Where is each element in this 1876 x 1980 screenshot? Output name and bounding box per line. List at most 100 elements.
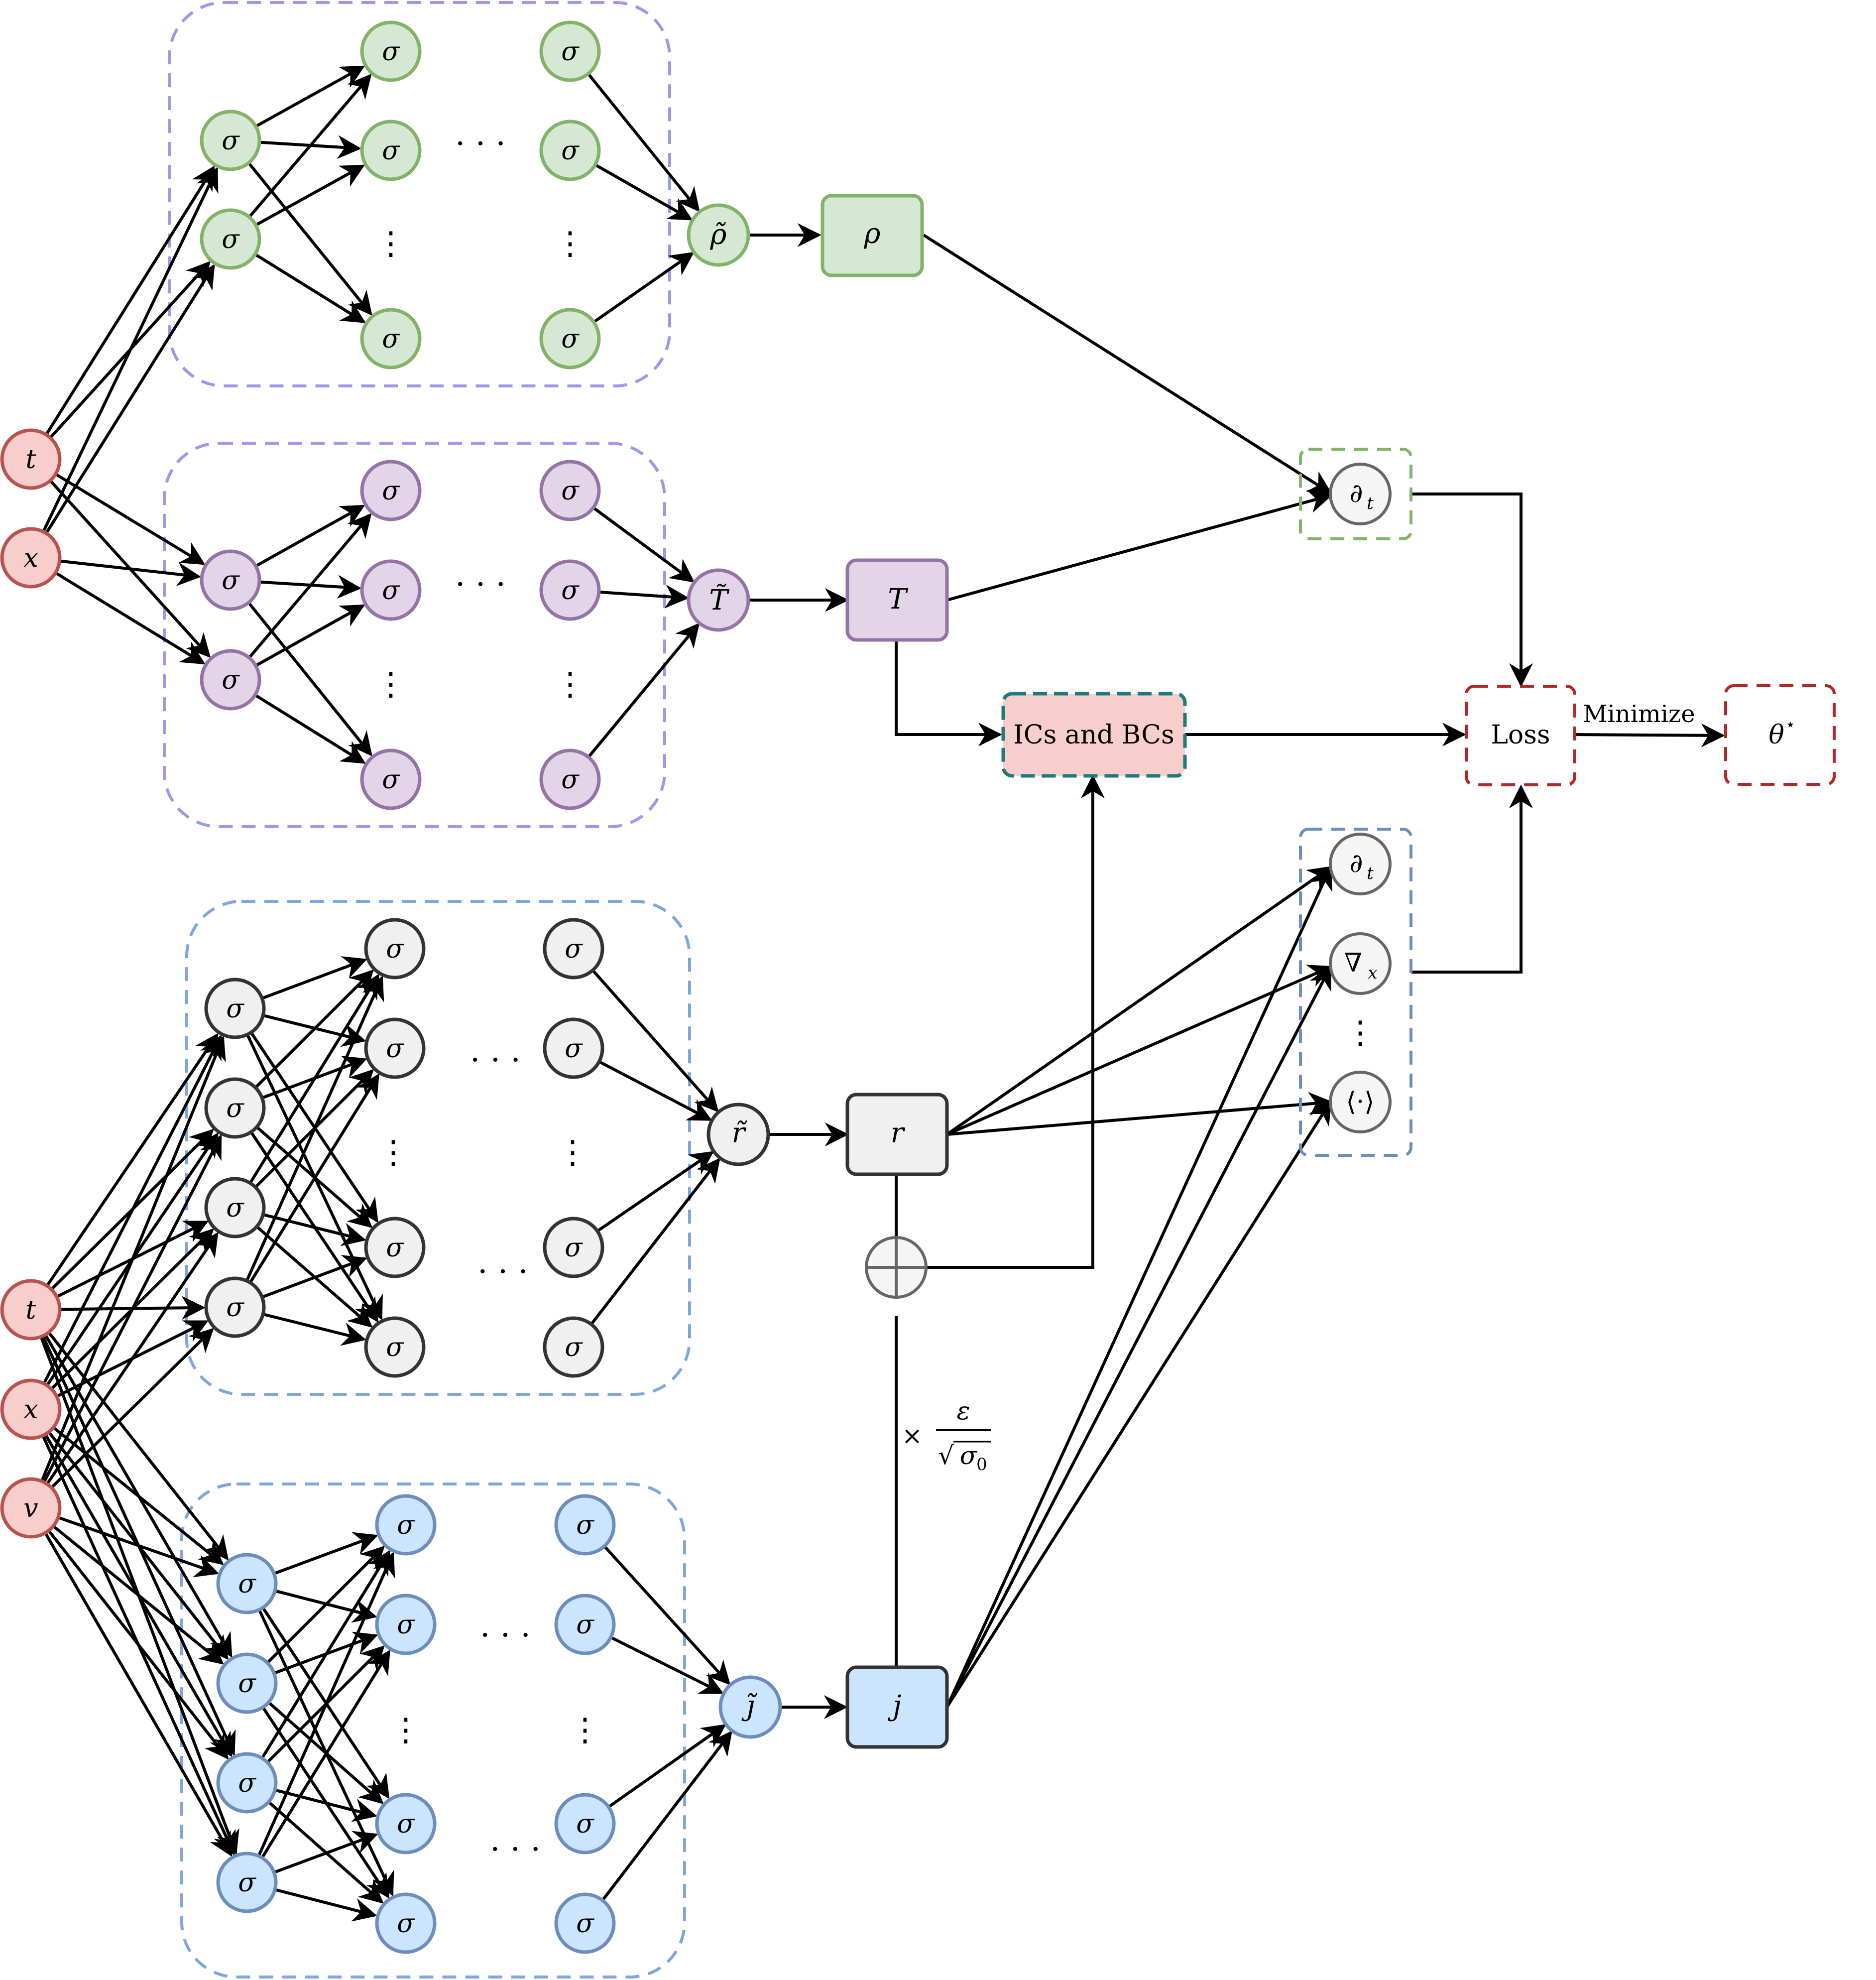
r-hidden-edge [245,976,384,1282]
rho-sigma-neuron: σ [200,208,261,270]
rho-tilde-node: ρ̃ [687,203,750,267]
nabla-operator-node: ∇ x [1329,932,1392,995]
j-sigma-neuron: σ [375,1594,437,1655]
rho-hidden-edge [254,253,366,323]
svg-text:σ: σ [222,665,240,695]
j-tilde-node: j̃ [718,1675,782,1739]
r-vdots-1: ⋮ [377,1134,409,1171]
svg-text:σ: σ [561,324,580,354]
j-sigma-neuron: σ [375,1494,437,1556]
rho-box: ρ [821,194,924,277]
r-hidden-edge [261,1255,367,1299]
rho-sigma-neuron: σ [360,20,422,82]
r-input-edge [50,1328,214,1489]
rho-sigma-neuron: σ [539,120,601,181]
svg-text:t: t [1367,494,1374,513]
j-ellipses: · · · ⋮ ⋮ · · · [390,1617,601,1868]
svg-text:σ: σ [382,765,400,795]
network-edges [39,65,733,1922]
j-input-edge [52,1525,225,1665]
plus-operator [865,1236,928,1299]
rho-hdots: · · · [455,125,506,162]
T-input-edge [54,571,206,665]
r-input-edge [40,1035,226,1482]
j-hidden-edge [274,1788,377,1822]
r-hdots-2: · · · [477,1253,528,1290]
rho-sigma-neuron: σ [539,20,601,82]
T-sigma-neuron: σ [539,460,601,521]
svg-text:σ: σ [565,1034,583,1064]
dt-operator-node: ∂ t [1329,833,1392,895]
svg-text:σ: σ [382,576,400,606]
j-sigma-neuron: σ [216,1652,278,1714]
svg-text:σ: σ [576,1809,594,1839]
r-sigma-neuron: σ [204,1177,266,1238]
input-x-node: x [0,1378,62,1440]
j-hdots-2: · · · [490,1831,541,1868]
svg-text:σ: σ [960,1441,978,1470]
rho-vdots-1: ⋮ [375,225,407,262]
T-to-icbc-arrow [895,640,1002,746]
j-output-edge [603,1545,731,1686]
deriv-box-to-loss-arrow [1411,784,1533,974]
j-output-edge [607,1724,726,1809]
plus-to-icbc-arrow [927,774,1105,1269]
svg-text:σ: σ [238,1868,256,1898]
rho-hidden-edge [247,162,372,316]
svg-text:σ: σ [576,1610,594,1640]
T-sigma-neuron: σ [539,748,601,810]
j-sigma-neuron: σ [216,1553,278,1614]
r-to-dt-arrow [946,866,1332,1136]
svg-text:0: 0 [976,1455,987,1475]
rho-sigma-neuron: σ [360,308,422,370]
j-sigma-neuron: σ [554,1494,616,1556]
j-to-dt-arrow [945,865,1332,1708]
j-hidden-edge [273,1532,378,1575]
r-sigma-neuron: σ [543,1217,604,1278]
r-sigma-neuron: σ [543,1316,604,1378]
average-operator-node: ⟨·⟩ [1329,1071,1392,1133]
r-input-edge [42,1034,222,1384]
rho-input-edge [45,165,215,436]
j-to-nabla-arrow [945,965,1332,1708]
svg-text:σ: σ [576,1909,594,1939]
derivative-operators-box: ∂ t ∇ x ⋮ ⟨·⟩ [1299,828,1412,1157]
svg-text:σ: σ [386,1034,404,1064]
rho-sigma-neuron: σ [360,120,422,181]
svg-text:σ: σ [382,136,400,166]
loss-box: Loss [1465,685,1576,786]
svg-text:σ: σ [561,476,580,506]
svg-text:×: × [902,1421,923,1450]
rho-to-dt-arrow [923,234,1333,495]
svg-text:r: r [891,1117,906,1149]
svg-text:σ: σ [561,136,580,166]
svg-text:Loss: Loss [1491,720,1550,750]
r-hidden-edge [248,1073,379,1284]
svg-text:∇: ∇ [1344,948,1362,978]
svg-text:ICs and BCs: ICs and BCs [1013,720,1174,750]
theta-star-box: θ ⋆ [1724,684,1836,786]
svg-text:θ: θ [1768,720,1784,750]
T-hidden-edge [247,602,372,756]
j-output-edge [610,1636,724,1695]
j-input-edge [57,1516,220,1578]
r-to-avg-arrow [946,1092,1333,1136]
rho-hidden-edge [255,164,365,227]
rho-output-edge [587,73,700,212]
svg-text:σ: σ [386,1333,404,1362]
j-input-edge [47,1529,229,1760]
T-sigma-neuron: σ [200,649,261,711]
r-sigma-neuron: σ [204,1276,266,1338]
input-x-node: x [0,527,62,589]
j-sigma-neuron: σ [216,1752,278,1814]
rho-output-edge [594,163,693,221]
svg-text:t: t [26,445,36,475]
r-sigma-neuron: σ [543,918,604,980]
svg-text:σ: σ [238,1768,256,1798]
svg-text:⋆: ⋆ [1785,715,1795,735]
T-hidden-edge [255,504,365,568]
minimize-label: Minimize [1583,700,1695,728]
svg-text:σ: σ [397,1610,415,1640]
T-network-group [163,442,666,828]
j-input-edge [44,1532,233,1857]
